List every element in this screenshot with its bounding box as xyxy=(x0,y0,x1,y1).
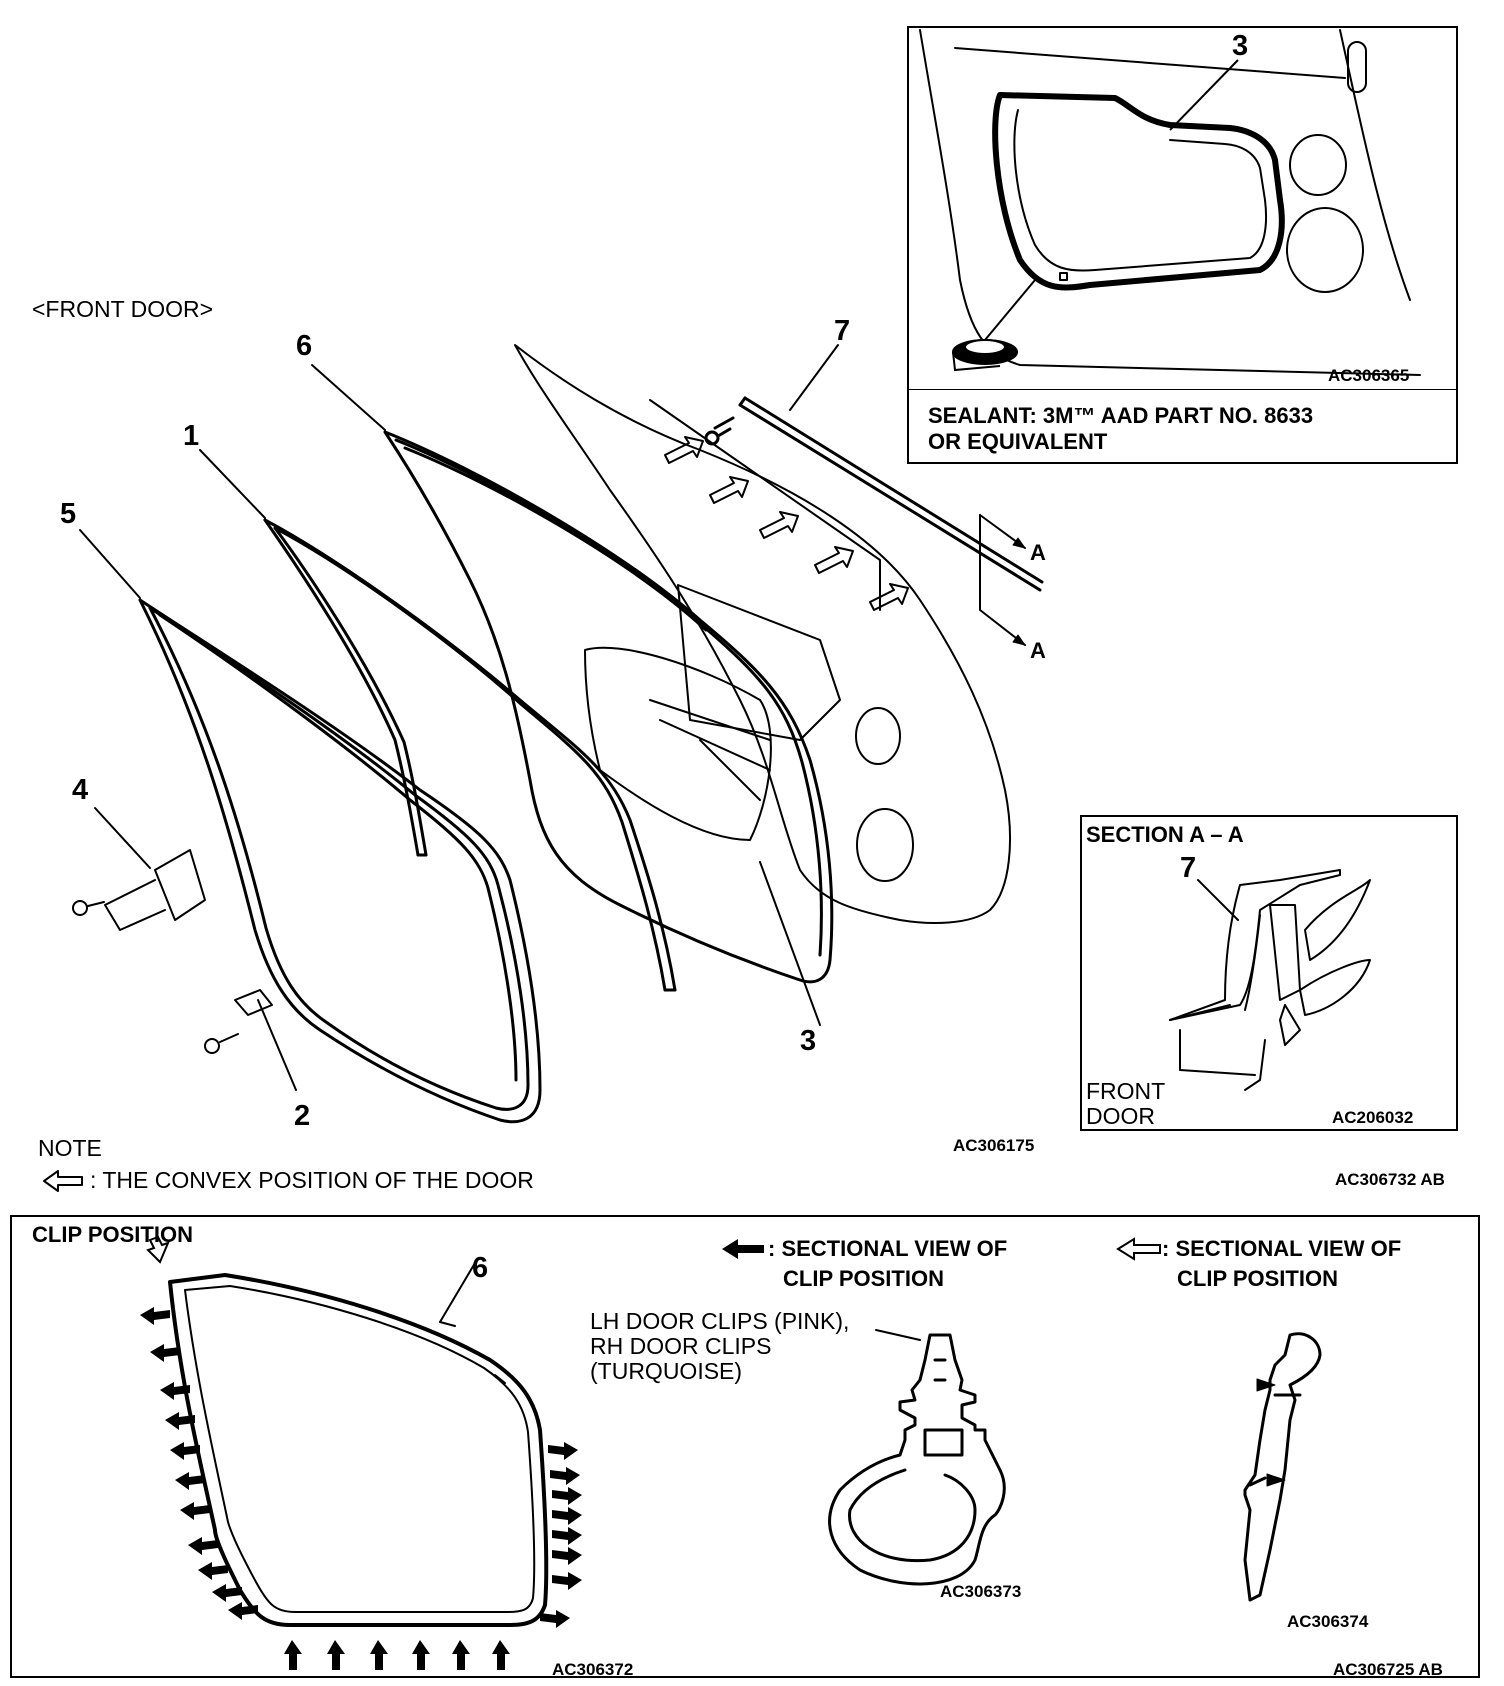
door-inner-panel xyxy=(514,344,1011,924)
weatherstrip-1 xyxy=(263,518,677,992)
clip-leader-6 xyxy=(439,1262,476,1323)
sealant-roll-icon xyxy=(952,339,1018,372)
black-legend-line2: CLIP POSITION xyxy=(783,1266,944,1291)
white-legend-line1: : SECTIONAL VIEW OF xyxy=(1162,1236,1402,1261)
clip-figure-code-right: AC306374 xyxy=(1287,1612,1369,1631)
section-figure-code: AC206032 xyxy=(1332,1108,1414,1127)
section-marker-a-upper: A xyxy=(1030,540,1046,565)
clip-figure-code-left: AC306372 xyxy=(552,1660,634,1679)
white-legend-line2: CLIP POSITION xyxy=(1177,1266,1338,1291)
clip-position-title: CLIP POSITION xyxy=(32,1222,193,1247)
clip-note-leader xyxy=(875,1329,921,1341)
callout-7-top: 7 xyxy=(834,315,851,347)
clip-callout-6: 6 xyxy=(472,1252,489,1284)
sheet-code-bottom: AC306725 AB xyxy=(1333,1660,1443,1679)
black-legend-line1: : SECTIONAL VIEW OF xyxy=(768,1236,1008,1261)
callout-6-top: 6 xyxy=(296,330,313,362)
clip-figure-code-mid: AC306373 xyxy=(940,1582,1022,1601)
legend-black-arrow xyxy=(722,1239,764,1259)
part-4-bracket xyxy=(72,849,206,931)
figure-code-front-door: AC306175 xyxy=(953,1136,1035,1155)
callout-2: 2 xyxy=(294,1100,311,1132)
front-door-title: <FRONT DOOR> xyxy=(32,296,214,322)
sealant-panel xyxy=(907,26,1458,464)
sealant-callout-3: 3 xyxy=(1232,30,1249,62)
callout-4: 4 xyxy=(72,774,89,806)
weatherstrip-6 xyxy=(383,430,834,984)
section-marker-a-lower: A xyxy=(1030,638,1046,663)
part-2-clip xyxy=(204,989,273,1054)
black-clip-arrows xyxy=(140,1239,764,1670)
clip-note-line3: (TURQUOISE) xyxy=(590,1358,743,1384)
belt-molding-7 xyxy=(704,396,1044,592)
callout-1: 1 xyxy=(183,420,200,452)
note-white-arrow xyxy=(43,1170,83,1192)
clip-position-panel xyxy=(10,1215,1480,1678)
section-aa-panel xyxy=(1080,815,1458,1131)
clip-note-line1: LH DOOR CLIPS (PINK), xyxy=(590,1308,850,1334)
weatherstrip-5 xyxy=(138,598,542,1124)
clip-note-line2: RH DOOR CLIPS xyxy=(590,1333,772,1359)
sealant-leader-3 xyxy=(1169,59,1239,131)
note-title: NOTE xyxy=(38,1135,102,1161)
callout-3-top: 3 xyxy=(800,1025,817,1057)
section-aa-callout-7: 7 xyxy=(1180,852,1197,884)
legend-white-arrow xyxy=(1116,1237,1161,1261)
clip-section-white xyxy=(1243,1332,1322,1602)
sheet-code-top: AC306732 AB xyxy=(1335,1170,1445,1189)
weatherstrip-6-outline xyxy=(168,1273,549,1627)
white-clip-arrow-top xyxy=(146,1235,170,1264)
callout-5: 5 xyxy=(60,498,77,530)
sealant-text-line2: OR EQUIVALENT xyxy=(928,429,1108,454)
section-front-line2: DOOR xyxy=(1086,1103,1155,1129)
sealant-text-line1: SEALANT: 3M™ AAD PART NO. 8633 xyxy=(928,403,1314,428)
convex-position-arrows xyxy=(664,436,909,611)
sealant-text-divider xyxy=(907,389,1458,391)
section-front-line1: FRONT xyxy=(1086,1078,1166,1104)
section-aa-title: SECTION A – A xyxy=(1086,822,1244,847)
sealant-figure-code: AC306365 xyxy=(1328,366,1410,385)
clip-section-pink xyxy=(828,1333,1006,1586)
note-text: : THE CONVEX POSITION OF THE DOOR xyxy=(90,1167,534,1193)
top-leader-lines xyxy=(79,344,839,1091)
